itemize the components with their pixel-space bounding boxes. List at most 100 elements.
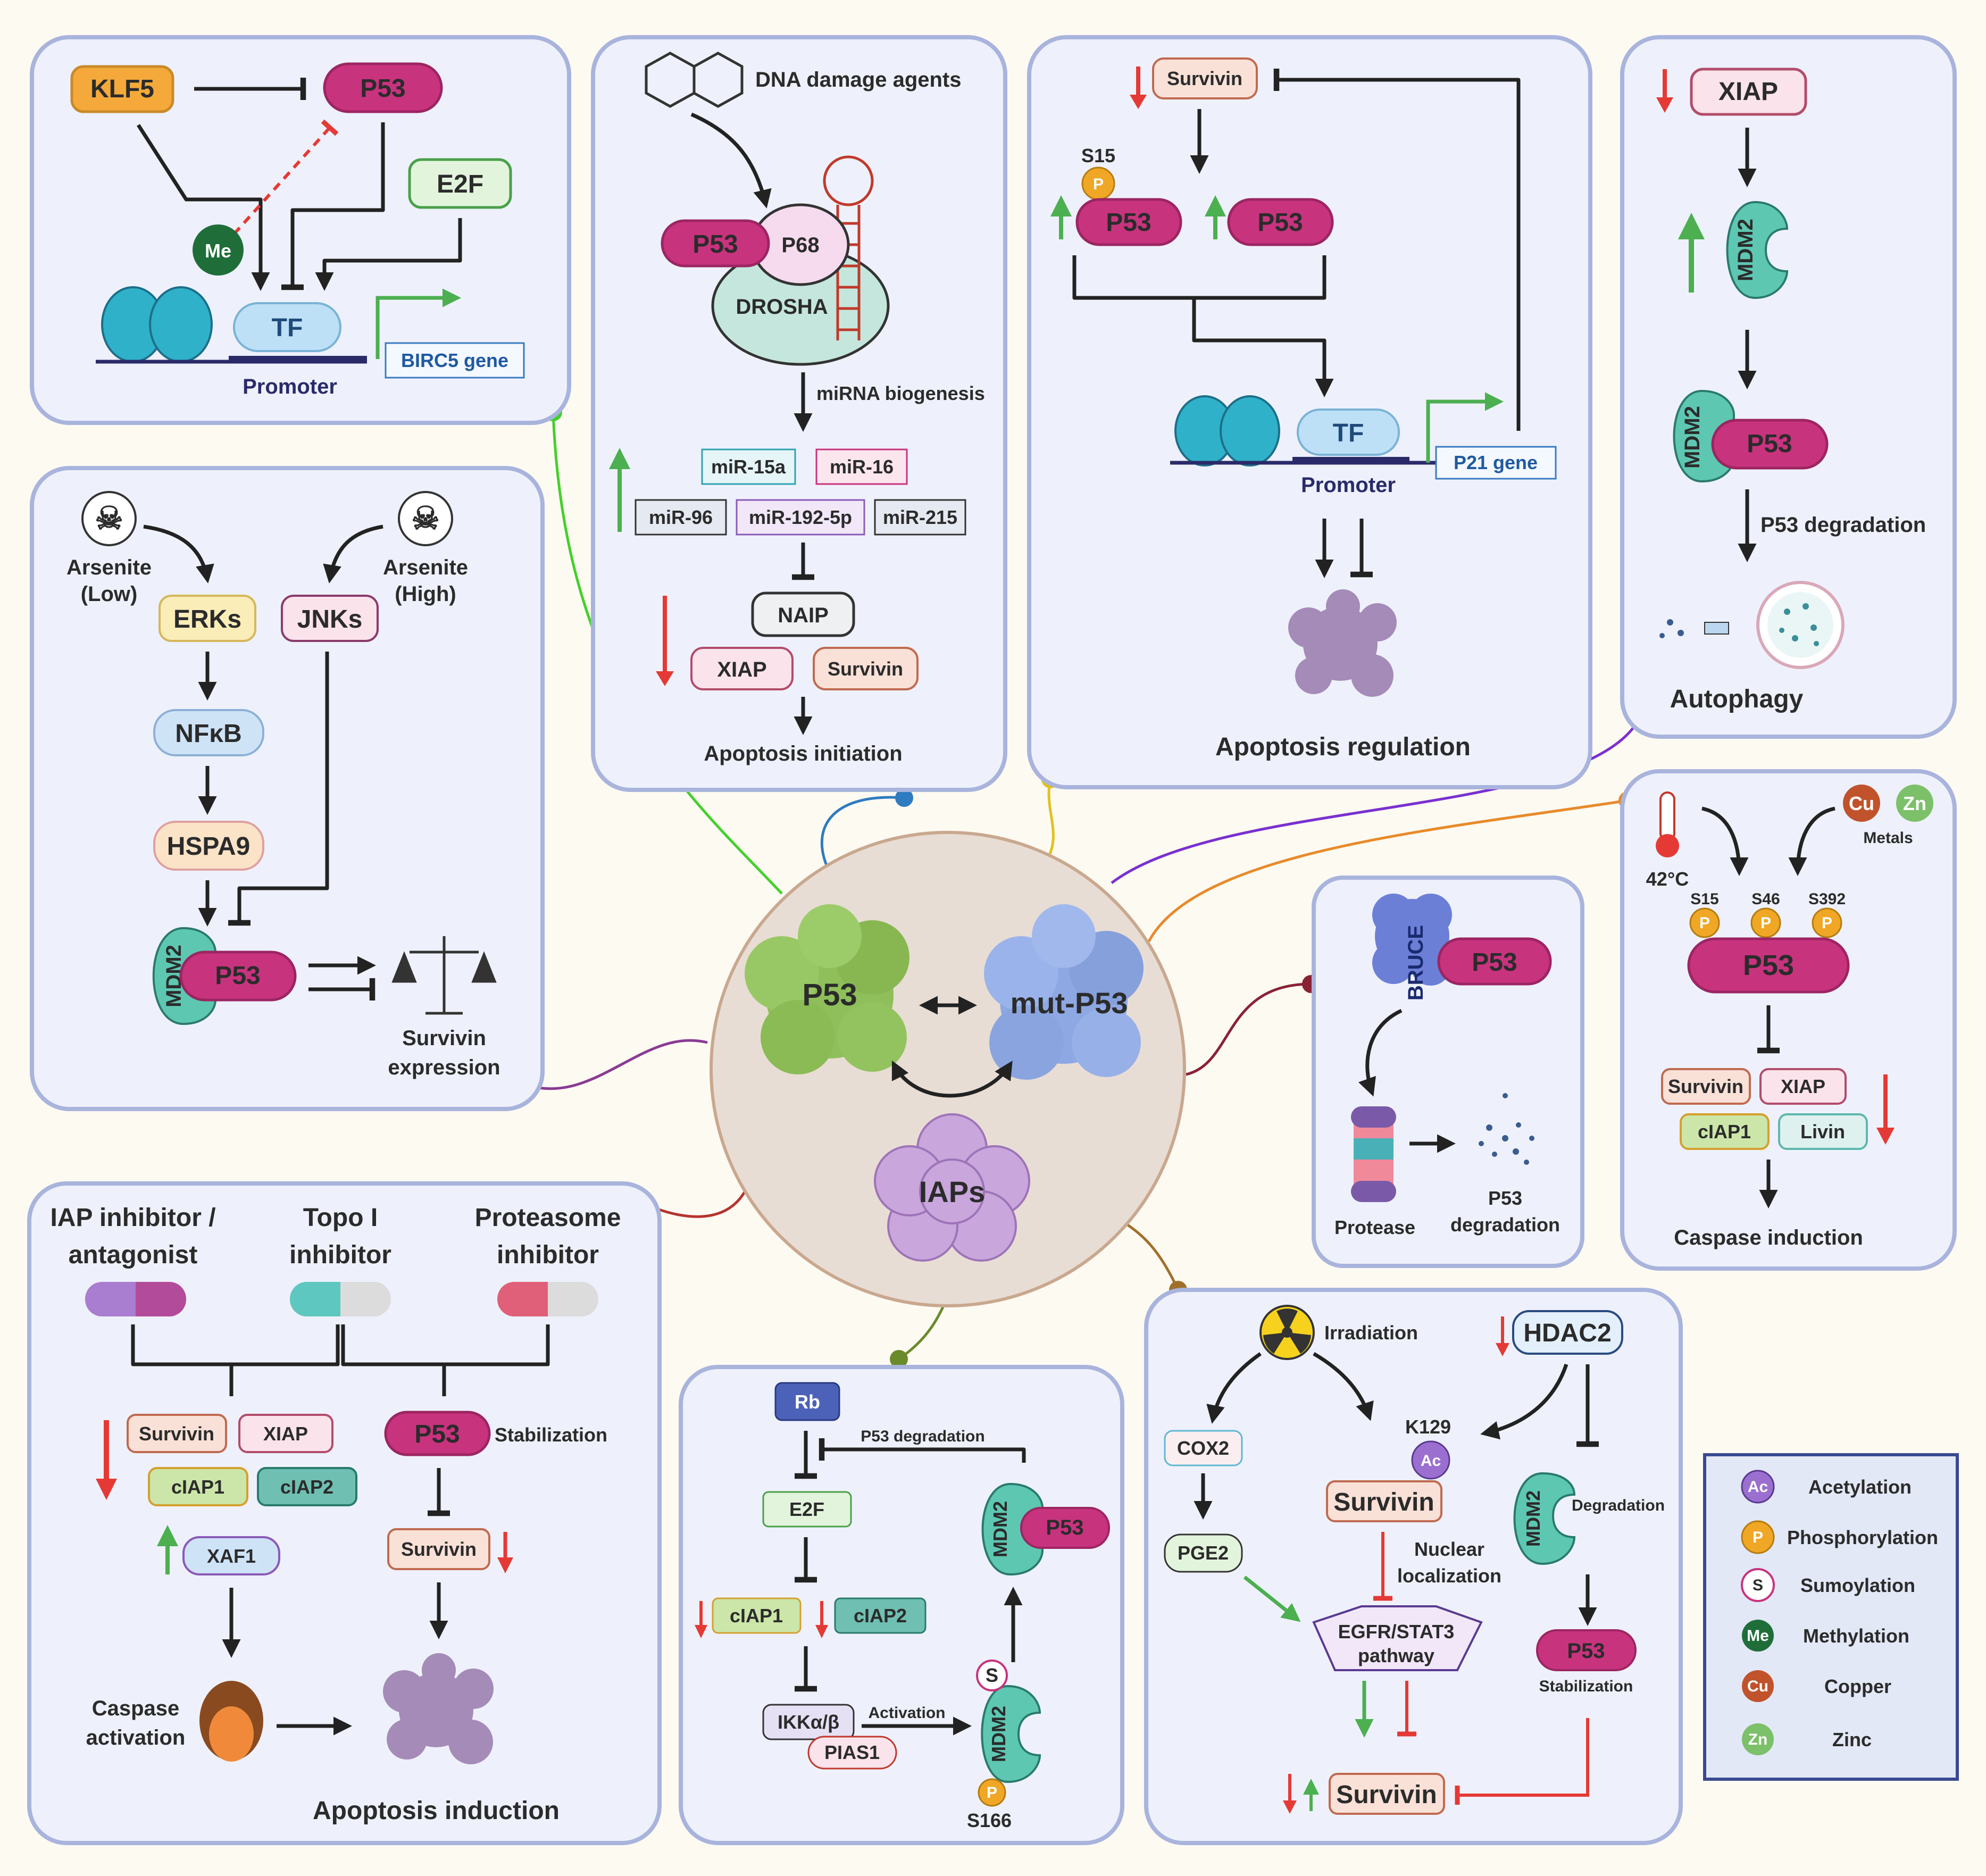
p53-pill xyxy=(323,62,443,113)
e2f-box xyxy=(408,158,512,209)
label-text: Zinc xyxy=(1832,1729,1872,1750)
label-text: (High) xyxy=(395,582,456,606)
label-text: COX2 xyxy=(1177,1437,1229,1459)
klf5-box xyxy=(70,65,174,113)
label-text: miR-215 xyxy=(883,506,957,528)
label-text: S46 xyxy=(1751,890,1780,908)
label-text: Phosphorylation xyxy=(1787,1527,1938,1548)
label-text: P53 xyxy=(1046,1516,1083,1539)
label-text: XIAP xyxy=(263,1423,308,1445)
label-text: P53 xyxy=(1488,1187,1522,1209)
label-text: IKKα/β xyxy=(778,1711,839,1733)
label-text: Me xyxy=(1747,1627,1769,1645)
label-text: Promoter xyxy=(243,375,337,398)
label-text: Cu xyxy=(1849,793,1874,814)
label-text: S xyxy=(1753,1577,1763,1594)
label-text: P53 xyxy=(1257,209,1303,237)
label-text: Topo I xyxy=(303,1204,378,1232)
label-text: P xyxy=(1753,1529,1763,1546)
label-text: P xyxy=(1699,914,1710,932)
label-text: MDM2 xyxy=(1522,1490,1544,1547)
label-text: S166 xyxy=(967,1810,1012,1831)
label-text: E2F xyxy=(789,1498,824,1520)
label-text: S xyxy=(986,1664,998,1686)
nucleosome-icon xyxy=(1174,395,1280,466)
iaps-flower-icon xyxy=(874,1113,1030,1262)
label-text: Sumoylation xyxy=(1800,1574,1915,1596)
label-text: inhibitor xyxy=(497,1241,599,1269)
label-text: Promoter xyxy=(1301,473,1396,497)
label-text: miR-96 xyxy=(649,506,713,528)
label-text: PIAS1 xyxy=(824,1741,880,1763)
label-text: HDAC2 xyxy=(1523,1319,1611,1347)
label-text: S392 xyxy=(1808,890,1846,908)
panel-rb: Rb P53 degradation E2F cIAP1 cIAP2 IKKα/… xyxy=(679,1365,1124,1845)
label-text: Nuclear xyxy=(1414,1538,1484,1560)
label-text: MDM2 xyxy=(989,1501,1011,1557)
label-text: Livin xyxy=(1800,1121,1845,1143)
naphthalene-icon xyxy=(645,52,744,108)
panel-arsenite: ☠ Arsenite (Low) ☠ Arsenite (High) ERKs … xyxy=(30,466,545,1111)
label-text: cIAP2 xyxy=(280,1476,333,1498)
skull-icon xyxy=(81,491,137,546)
methylation-icon xyxy=(193,224,244,276)
label-text: Survivin xyxy=(1167,68,1242,89)
nucleosome-icon xyxy=(101,286,213,363)
pill-capsule-icon xyxy=(290,1282,391,1316)
label-text: Stabilization xyxy=(1539,1678,1633,1695)
label-text: XIAP xyxy=(717,658,766,681)
label-text: P53 degradation xyxy=(1760,513,1926,537)
label-text: MDM2 xyxy=(1734,219,1757,281)
tf-box xyxy=(233,302,341,352)
label-text: Cu xyxy=(1747,1678,1768,1695)
label-text: Survivin xyxy=(1336,1781,1437,1809)
label-text: degradation xyxy=(1450,1214,1560,1236)
label-text: XIAP xyxy=(1781,1075,1825,1097)
center-mut-p53-label: mut-P53 xyxy=(1011,986,1128,1020)
label-text: Me xyxy=(205,240,231,262)
label-text: cIAP1 xyxy=(730,1605,783,1627)
panel-p21: Survivin S15 P P53 P53 TF Promoter P21 g… xyxy=(1027,35,1592,789)
label-text: Irradiation xyxy=(1324,1322,1418,1344)
label-text: Survivin xyxy=(1333,1488,1434,1516)
panel-irradiation: Irradiation HDAC2 COX2 PGE2 K129 Ac Surv… xyxy=(1144,1288,1683,1845)
label-text: Copper xyxy=(1824,1675,1891,1697)
label-text: BRUCE xyxy=(1404,925,1428,1000)
label-text: KLF5 xyxy=(90,75,154,103)
label-text: P xyxy=(1760,914,1771,932)
panel-mirna: DNA damage agents DROSHA P68 P53 miRNA b… xyxy=(591,35,1007,792)
label-text: cIAP1 xyxy=(1698,1121,1751,1143)
label-text: ☠ xyxy=(95,501,123,536)
apoptotic-cell-icon xyxy=(1288,589,1397,697)
label-text: localization xyxy=(1397,1565,1501,1587)
label-text: IAP inhibitor / xyxy=(50,1204,215,1232)
center-hub: P53 mut-P53 IAPs xyxy=(710,831,1186,1307)
label-text: miR-16 xyxy=(830,456,894,478)
label-text: P xyxy=(1093,176,1104,193)
label-text: Degradation xyxy=(1572,1497,1665,1514)
label-text: Metals xyxy=(1863,829,1913,847)
label-text: P xyxy=(1822,914,1832,932)
apoptotic-cell-icon xyxy=(383,1653,494,1764)
label-text: EGFR/STAT3 xyxy=(1338,1621,1455,1642)
label-text: S15 xyxy=(1690,890,1718,908)
label-text: K129 xyxy=(1405,1416,1451,1438)
label-text: TF xyxy=(272,314,303,342)
label-text: MDM2 xyxy=(988,1706,1009,1762)
label-text: Survivin xyxy=(1668,1075,1743,1097)
label-text: P53 xyxy=(414,1420,460,1448)
pill-capsule-icon xyxy=(497,1282,598,1316)
label-text: cIAP1 xyxy=(171,1476,224,1498)
label-text: P53 xyxy=(1106,209,1151,237)
label-text: XAF1 xyxy=(207,1545,256,1567)
label-text: PGE2 xyxy=(1178,1542,1229,1564)
label-text: P53 xyxy=(215,962,260,990)
label-text: P53 xyxy=(1567,1639,1605,1663)
label-text: miRNA biogenesis xyxy=(816,382,985,404)
panel-klf5-birc5: KLF5 P53 E2F Me TF Promoter BIRC5 gene xyxy=(30,35,571,425)
label-text: 42°C xyxy=(1646,868,1689,890)
center-iaps-label: IAPs xyxy=(919,1175,986,1208)
label-text: Arsenite xyxy=(383,556,468,579)
label-text: DROSHA xyxy=(736,295,828,319)
